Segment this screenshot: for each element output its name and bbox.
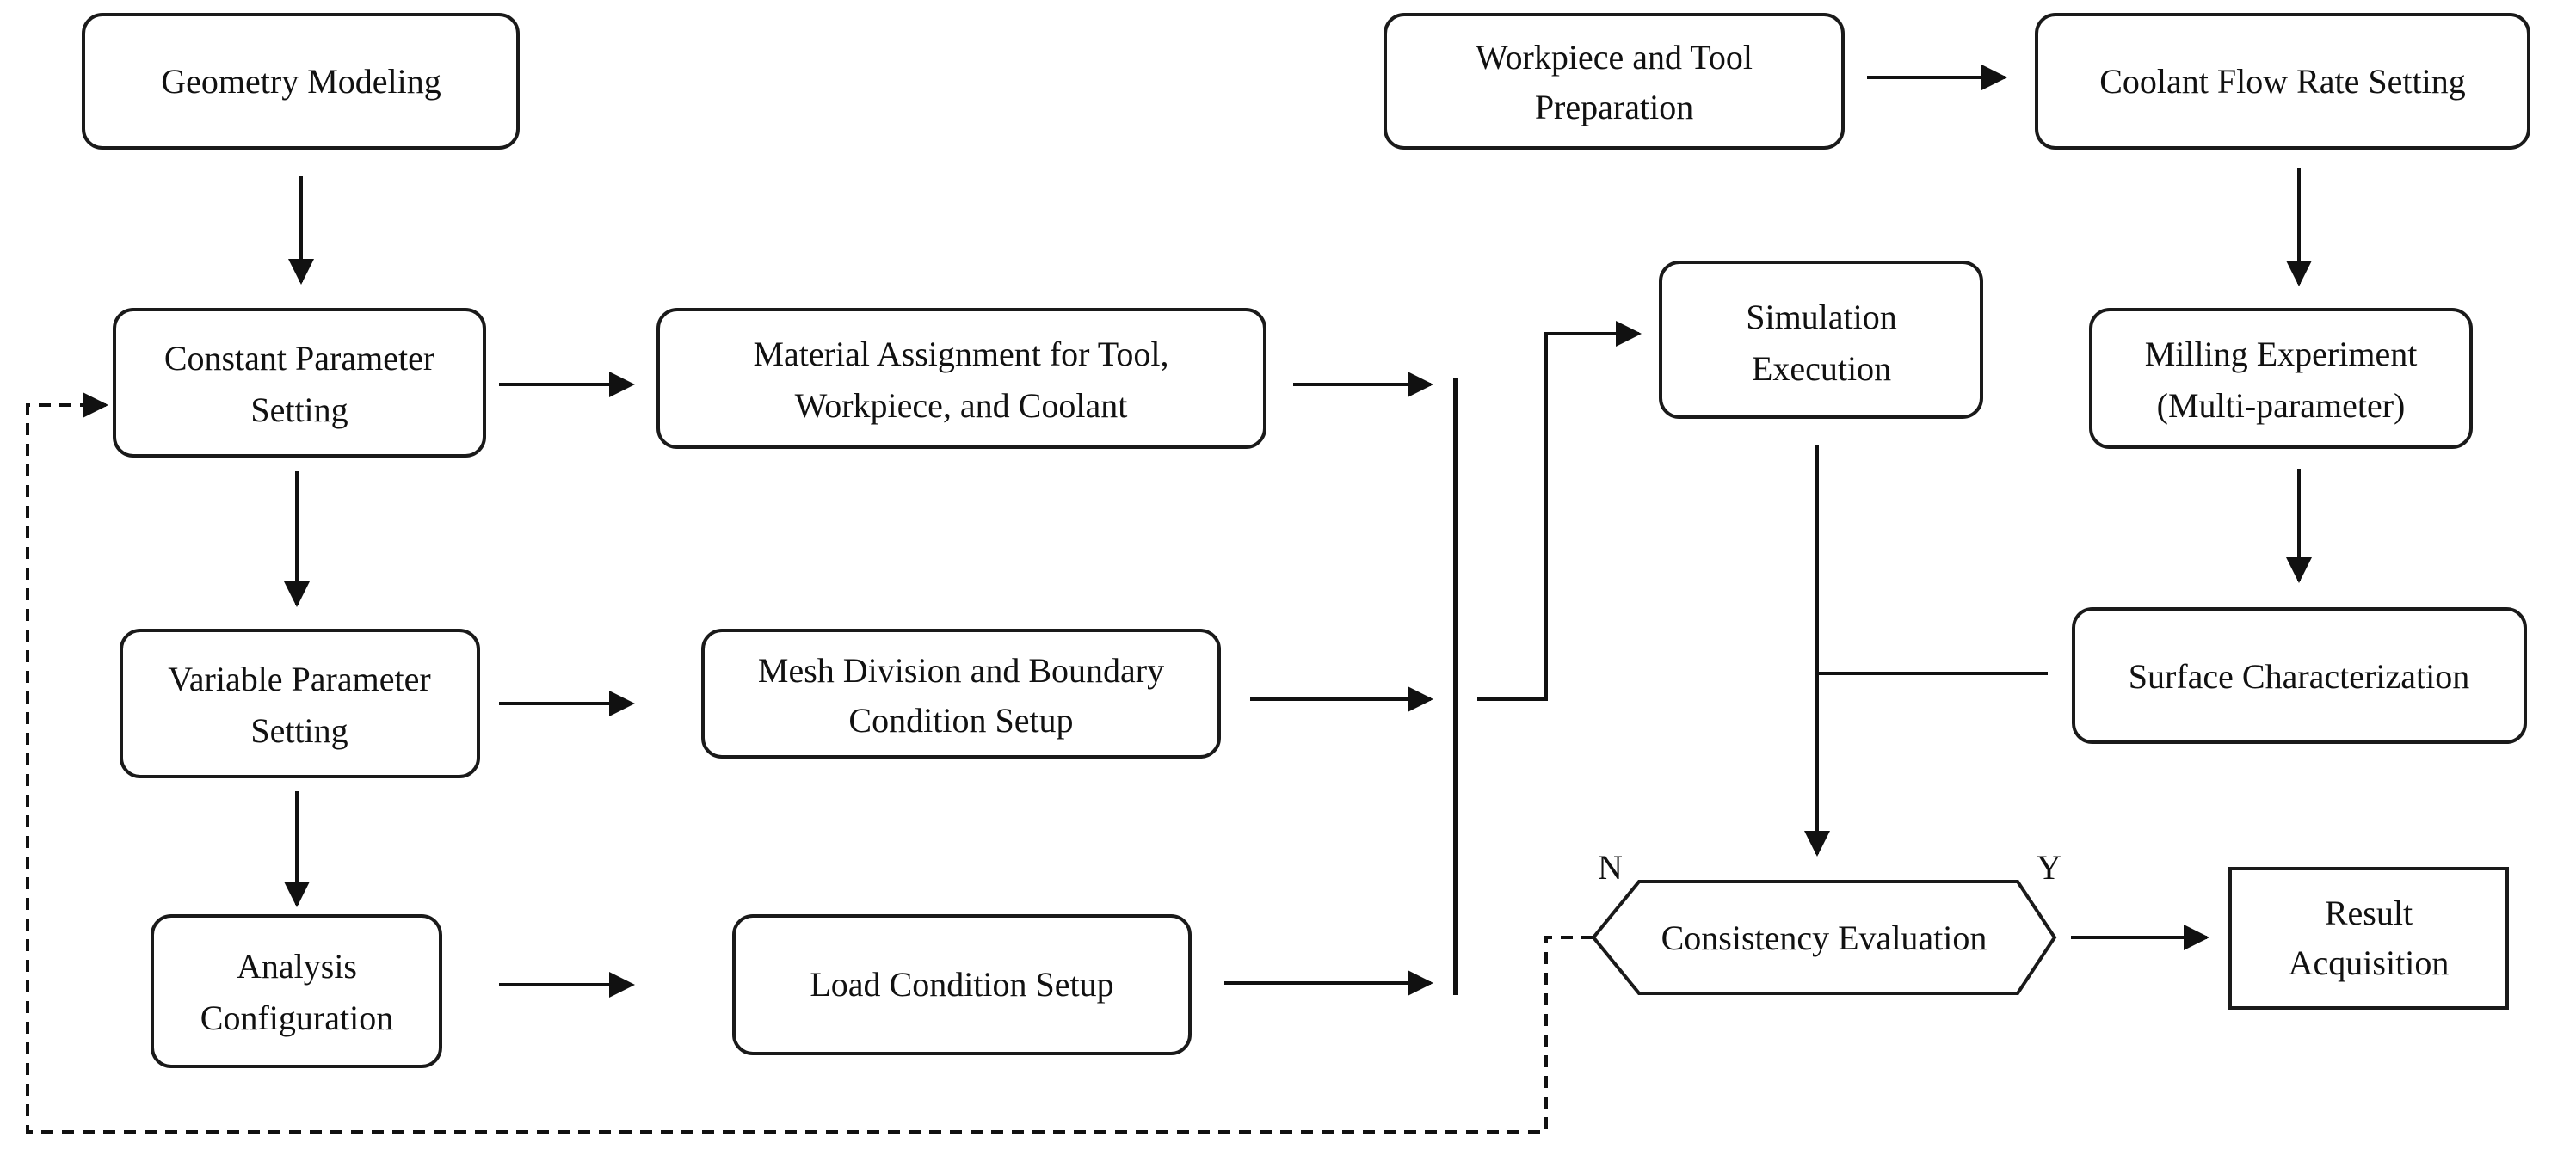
- consistency-evaluation-label: Consistency Evaluation: [1661, 919, 1987, 957]
- material-assignment-label-line1: Material Assignment for Tool,: [753, 335, 1168, 373]
- workpiece-tool-prep-label-line1: Workpiece and Tool: [1476, 38, 1753, 77]
- simulation-execution-label-line1: Simulation: [1746, 298, 1897, 336]
- workpiece-tool-prep-label-line2: Preparation: [1535, 88, 1693, 126]
- node-surface-characterization: Surface Characterization: [2072, 607, 2527, 744]
- connectors: [26, 65, 2312, 1134]
- simulation-execution-label-line2: Execution: [1752, 349, 1891, 388]
- node-milling-experiment: Milling Experiment (Multi-parameter): [2089, 308, 2473, 449]
- yes-branch-label: Y: [2037, 848, 2061, 887]
- mesh-division-label-line2: Condition Setup: [848, 701, 1073, 740]
- node-analysis-configuration: Analysis Configuration: [151, 914, 442, 1068]
- node-workpiece-tool-preparation: Workpiece and Tool Preparation: [1384, 13, 1845, 150]
- dashed-feedback-loop: [26, 392, 1593, 1134]
- material-assignment-label-line2: Workpiece, and Coolant: [795, 386, 1128, 425]
- node-load-condition-setup: Load Condition Setup: [732, 914, 1192, 1055]
- result-acquisition-label-line2: Acquisition: [2289, 943, 2450, 982]
- node-mesh-division: Mesh Division and Boundary Condition Set…: [701, 629, 1221, 759]
- analysis-configuration-label-line2: Configuration: [200, 998, 393, 1037]
- no-branch-label: N: [1598, 848, 1623, 887]
- variable-parameter-label-line1: Variable Parameter: [168, 660, 430, 698]
- load-condition-label: Load Condition Setup: [810, 965, 1113, 1004]
- result-acquisition-label-line1: Result: [2325, 894, 2413, 932]
- coolant-flow-label: Coolant Flow Rate Setting: [2099, 62, 2466, 101]
- arrow-bus-to-simulation: [1477, 321, 1642, 701]
- node-geometry-modeling: Geometry Modeling: [82, 13, 520, 150]
- constant-parameter-label-line2: Setting: [250, 390, 348, 429]
- node-coolant-flow-rate-setting: Coolant Flow Rate Setting: [2035, 13, 2530, 150]
- node-variable-parameter-setting: Variable Parameter Setting: [120, 629, 480, 778]
- node-material-assignment: Material Assignment for Tool, Workpiece,…: [656, 308, 1266, 449]
- variable-parameter-label-line2: Setting: [250, 711, 348, 750]
- constant-parameter-label-line1: Constant Parameter: [164, 339, 434, 378]
- node-simulation-execution: Simulation Execution: [1659, 261, 1983, 419]
- milling-experiment-label-line2: (Multi-parameter): [2157, 386, 2406, 425]
- milling-experiment-label-line1: Milling Experiment: [2145, 335, 2418, 373]
- node-consistency-evaluation: Consistency Evaluation: [1591, 880, 2057, 995]
- node-result-acquisition: Result Acquisition: [2228, 867, 2509, 1010]
- node-constant-parameter-setting: Constant Parameter Setting: [113, 308, 486, 458]
- mesh-division-label-line1: Mesh Division and Boundary: [758, 651, 1164, 690]
- surface-characterization-label: Surface Characterization: [2129, 657, 2469, 696]
- analysis-configuration-label-line1: Analysis: [237, 947, 357, 986]
- geometry-modeling-label: Geometry Modeling: [161, 62, 441, 101]
